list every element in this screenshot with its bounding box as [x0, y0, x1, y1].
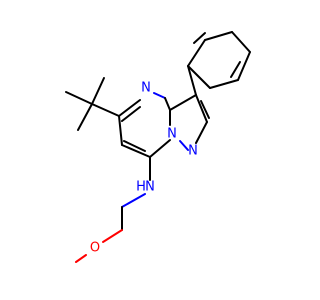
bond	[209, 79, 239, 89]
bond	[195, 121, 208, 144]
bond	[204, 31, 233, 41]
molecule-structure: N N N N H O	[65, 31, 251, 263]
bond	[195, 94, 208, 123]
atom-n-bridgehead: N	[167, 127, 177, 142]
bond	[179, 140, 189, 151]
atom-o-ether: O	[90, 241, 100, 256]
bond	[118, 99, 141, 117]
bond	[75, 254, 87, 263]
bond	[77, 103, 93, 131]
pyrimidine-ring	[118, 92, 171, 158]
bond	[187, 39, 206, 67]
bond	[169, 94, 197, 111]
bond	[91, 77, 105, 105]
bond	[187, 65, 211, 89]
bond	[231, 31, 251, 53]
bond	[123, 140, 146, 152]
pyrazole-ring	[169, 94, 210, 151]
bond	[200, 100, 210, 119]
bond	[153, 92, 166, 99]
atom-n-amine: N	[145, 180, 155, 195]
bond	[121, 144, 151, 158]
tert-butyl-group	[65, 77, 120, 131]
methoxyethylamine-chain	[75, 156, 151, 263]
bond	[187, 65, 197, 96]
atom-n-pyrimidine: N	[141, 81, 151, 96]
bond	[237, 51, 251, 81]
bond	[65, 91, 93, 105]
bond	[118, 115, 123, 146]
atom-n-pyrazole: N	[188, 144, 198, 159]
bond	[121, 106, 141, 122]
bond	[102, 229, 123, 243]
atom-h-amine: H	[136, 180, 146, 195]
bond	[230, 61, 241, 78]
bond	[91, 103, 120, 117]
bond	[193, 32, 206, 44]
molecule-canvas: N N N N H O	[65, 31, 251, 263]
bond	[121, 193, 146, 208]
phenyl-ring	[187, 31, 251, 96]
bond	[149, 139, 171, 158]
bond	[164, 97, 171, 111]
